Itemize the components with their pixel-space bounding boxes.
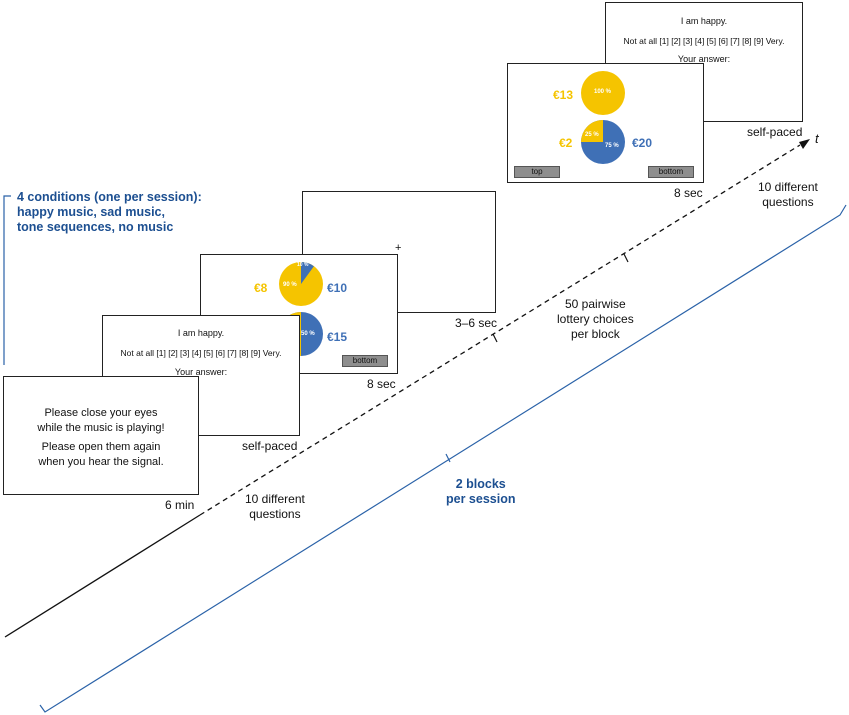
pie-top-label: 90 %: [283, 282, 297, 288]
pie-top: [279, 262, 323, 306]
rest-duration: 6 min: [165, 498, 195, 512]
timeline-axis-dashed: [199, 144, 801, 516]
final-amount-bottom-left: €2: [559, 136, 573, 150]
final-bottom-button[interactable]: bottom: [648, 166, 694, 178]
late-questions-line: 10 different: [758, 180, 818, 194]
final-amount-bottom-right: €20: [632, 136, 653, 150]
conditions-bracket: [3, 195, 11, 365]
conditions-line: tone sequences, no music: [17, 220, 174, 234]
lottery-choices-note: 50 pairwise lottery choices per block: [557, 297, 634, 342]
question-statement: I am happy.: [177, 328, 225, 338]
rest-line: Please open them again: [41, 441, 161, 453]
final-pie-top-label: 100 %: [594, 89, 612, 95]
question-timing: self-paced: [242, 439, 298, 453]
final-pie-bottom: [581, 120, 625, 164]
final-question-answer-prompt: Your answer:: [677, 54, 731, 64]
top-button[interactable]: top: [514, 166, 560, 178]
final-pie-bottom-label: 75 %: [605, 143, 619, 149]
early-questions-note: 10 different questions: [245, 492, 305, 522]
blocks-line: per session: [446, 492, 516, 506]
blocks-bracket: [39, 204, 847, 713]
rest-line: while the music is playing!: [37, 422, 165, 434]
amount-top-right: €10: [327, 281, 348, 295]
fixation-cross: +: [395, 242, 402, 254]
rest-screen: Please close your eyes while the music i…: [3, 376, 199, 495]
amount-bottom-right: €15: [327, 330, 348, 344]
blocks-bracket-tick: [445, 453, 451, 463]
bottom-button[interactable]: bottom: [342, 355, 388, 367]
fixation-timing: 3–6 sec: [455, 316, 498, 330]
final-question-scale: Not at all [1] [2] [3] [4] [5] [6] [7] […: [623, 36, 785, 46]
late-questions-note: 10 different questions: [758, 180, 818, 210]
late-questions-line: questions: [762, 195, 814, 209]
lottery-choices-line: 50 pairwise: [565, 297, 626, 311]
lottery-choices-line: per block: [571, 327, 620, 341]
conditions-line: happy music, sad music,: [17, 205, 165, 219]
timeline-axis: [4, 514, 201, 638]
lottery-timing: 8 sec: [367, 377, 396, 391]
final-amount-top: €13: [553, 88, 574, 102]
final-lottery-screen: €13 100 % €2 25 % 75 % €20 top bottom: [507, 63, 704, 183]
timeline-tick: [492, 333, 498, 343]
question-answer-prompt: Your answer:: [174, 367, 228, 377]
final-pie-bottom-small-label: 25 %: [585, 132, 599, 138]
blocks-line: 2 blocks: [455, 477, 506, 491]
final-question-statement: I am happy.: [680, 16, 728, 26]
timeline-arrowhead: [799, 139, 810, 149]
amount-top-left: €8: [254, 281, 268, 295]
question-scale: Not at all [1] [2] [3] [4] [5] [6] [7] […: [120, 348, 282, 358]
rest-line: when you hear the signal.: [38, 456, 164, 468]
early-questions-line: questions: [249, 507, 301, 521]
rest-line: Please close your eyes: [44, 407, 158, 419]
pie-bottom-label: 50 %: [301, 331, 315, 337]
final-pie-top: [581, 71, 625, 115]
final-question-timing: self-paced: [747, 125, 803, 139]
blocks-note: 2 blocks per session: [446, 477, 515, 507]
final-lottery-timing: 8 sec: [674, 186, 703, 200]
timeline-tick: [623, 253, 629, 263]
conditions-text: 4 conditions (one per session): happy mu…: [17, 190, 202, 235]
lottery-choices-line: lottery choices: [557, 312, 634, 326]
pie-top-small-label: 10 %: [297, 262, 309, 268]
time-axis-label: t: [815, 131, 819, 146]
early-questions-line: 10 different: [245, 492, 305, 506]
conditions-line: 4 conditions (one per session):: [17, 190, 202, 204]
